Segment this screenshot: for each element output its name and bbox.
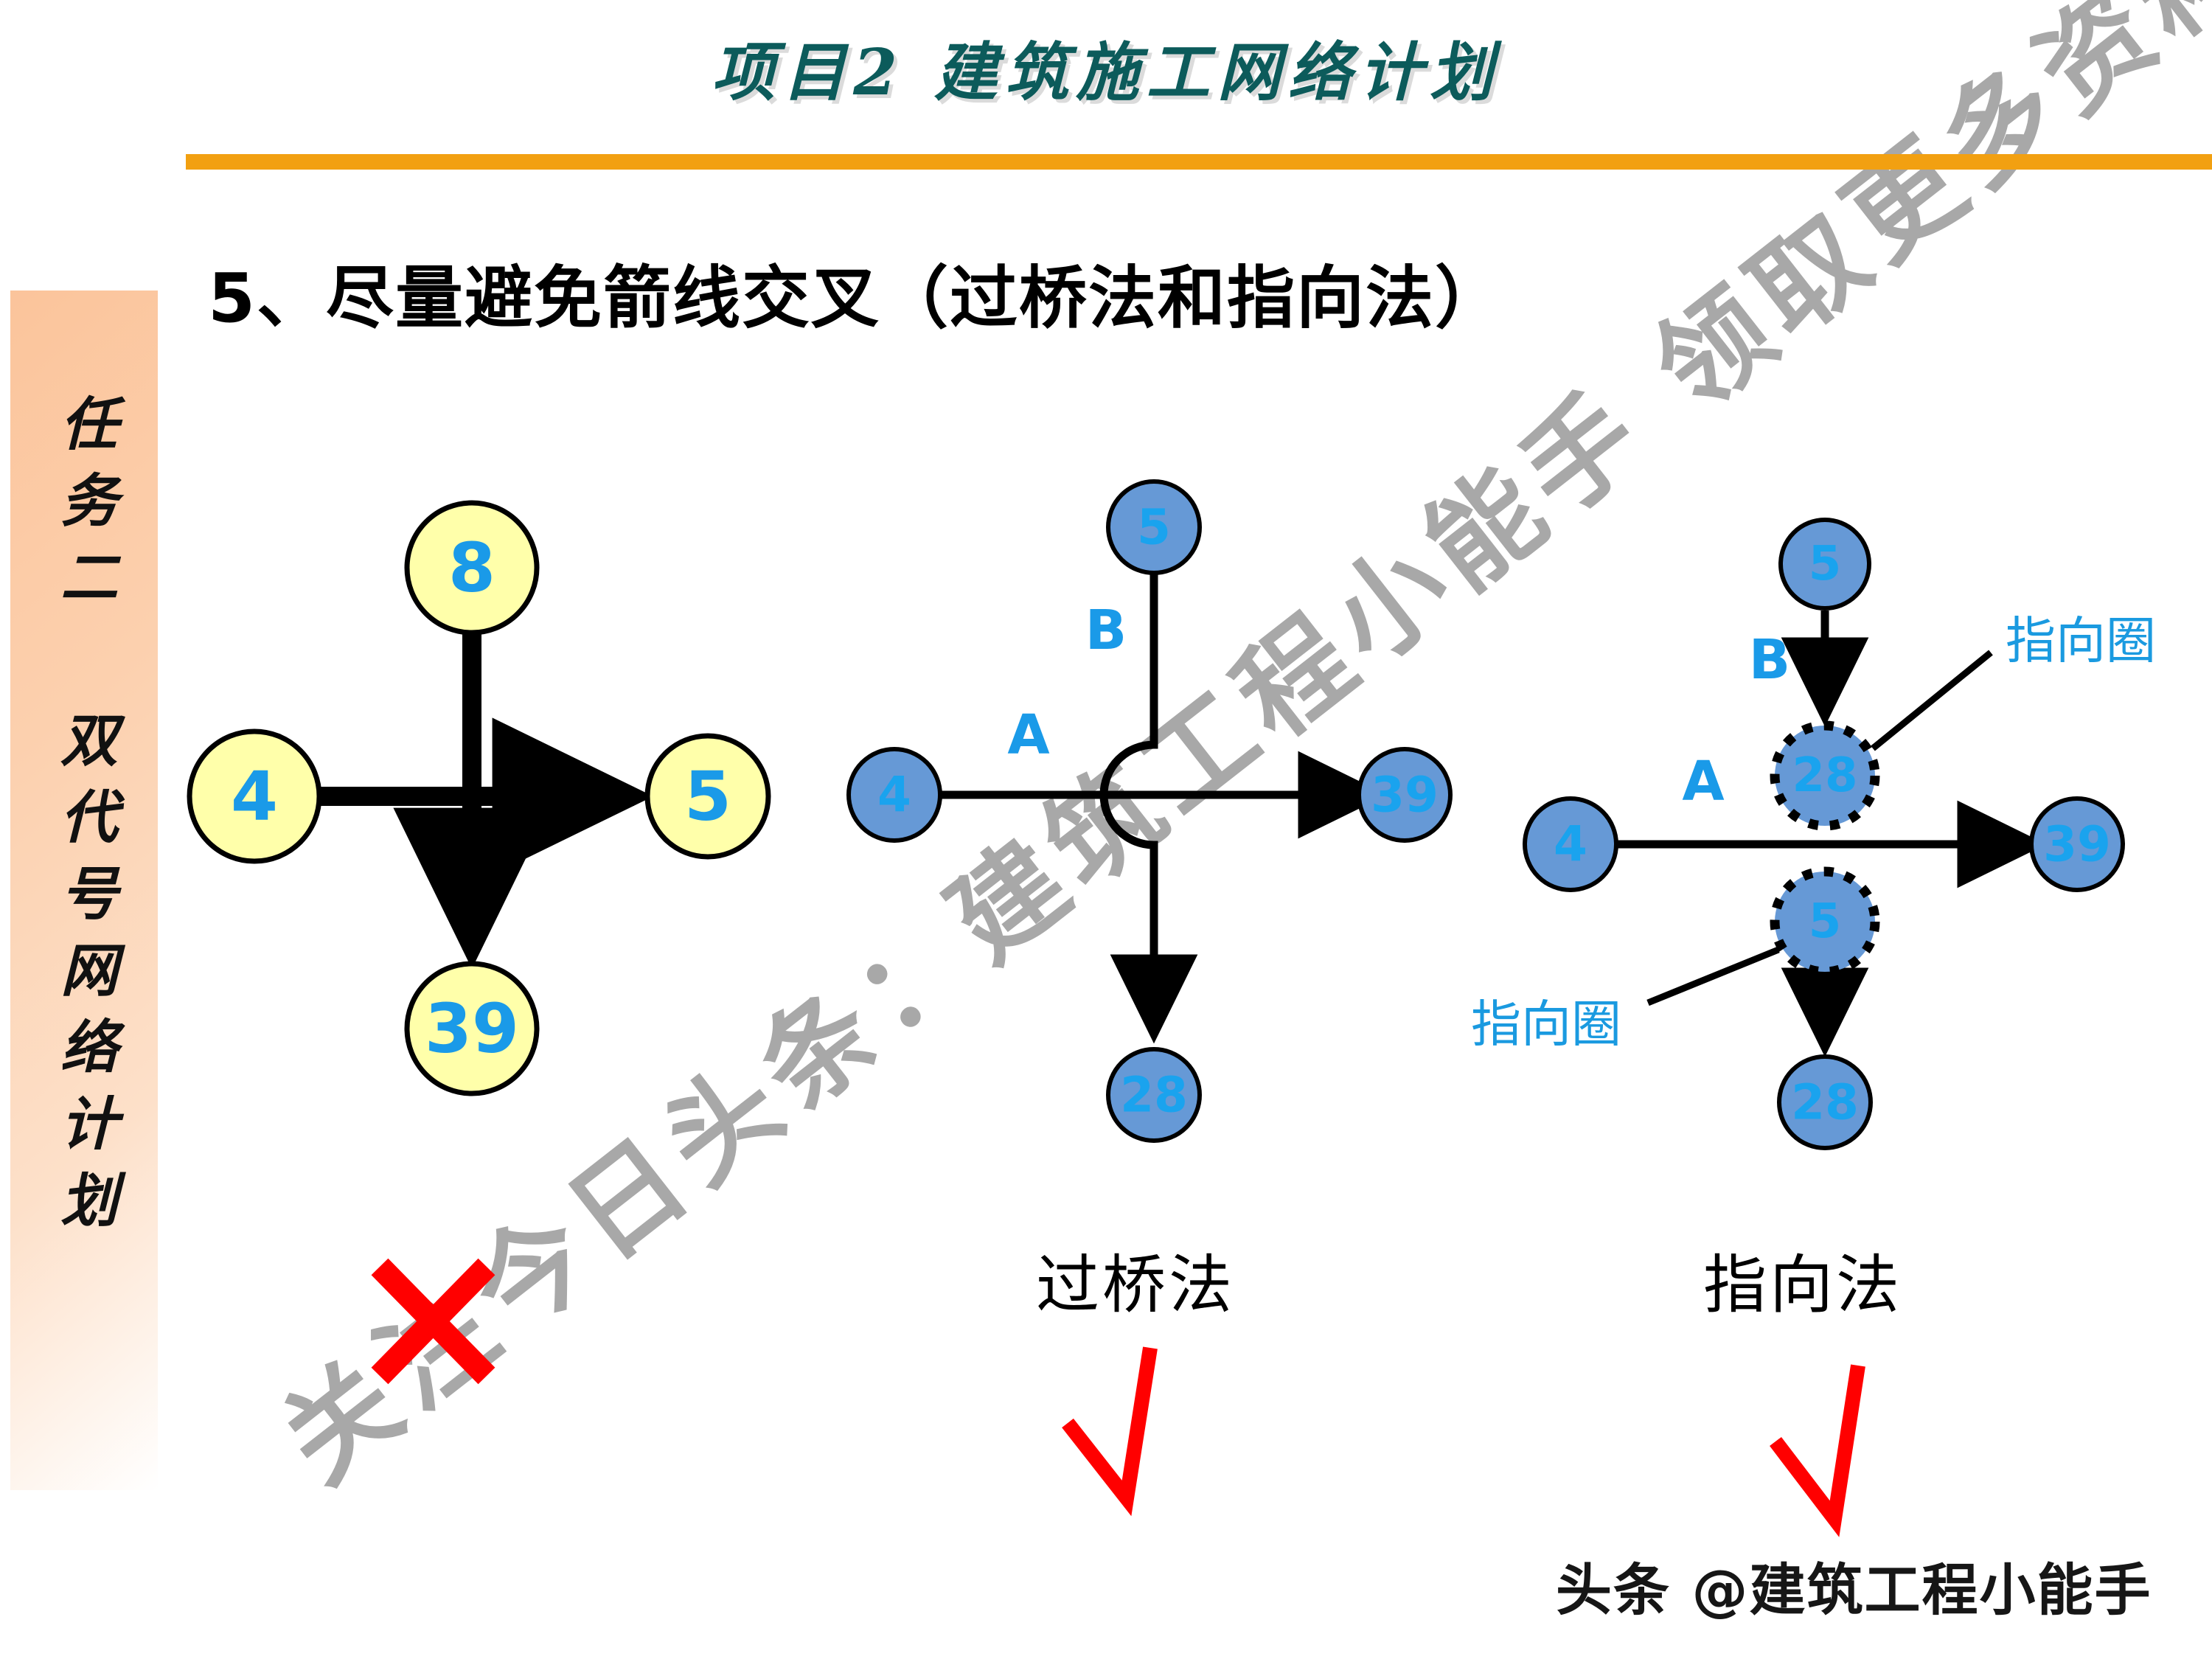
pointer-ring-28-label: 28	[1792, 748, 1857, 803]
pointer-ring-28	[1770, 720, 1880, 831]
node-4-left-pointer	[1523, 796, 1618, 892]
pointer-ring-5-label: 5	[1809, 894, 1842, 949]
node-39	[404, 961, 540, 1096]
node-5-top-pointer	[1778, 518, 1871, 611]
verdict-cross-icon	[371, 1258, 495, 1385]
diagram-pointer-method: 5 28 4 39 5 28 A B 指向圈 指向圈	[1471, 518, 2156, 1537]
node-4-left-label: 4	[877, 767, 911, 824]
sidebar-item-label: 任务二 双代号网络计划	[51, 394, 118, 1247]
node-5-top-pointer-label: 5	[1809, 537, 1842, 591]
edge-label-B: B	[1085, 599, 1127, 662]
node-4-left	[846, 747, 942, 843]
node-4	[187, 728, 322, 864]
edge-B-bridge-path	[1099, 574, 1198, 1044]
caption-pointer-method: 指向法	[1703, 1248, 1902, 1322]
node-39-right-pointer	[2029, 796, 2125, 892]
node-39-right	[1357, 747, 1453, 843]
node-8	[404, 500, 540, 636]
diagram-bridge-method: 5 4 39 28 A B	[846, 479, 1453, 1517]
footer-credit: 头条 @建筑工程小能手	[1556, 1557, 2152, 1623]
callout-leader-bottom	[1646, 946, 1780, 1006]
callout-label-top: 指向圈	[2006, 613, 2156, 671]
edge-label-A: A	[1007, 703, 1049, 767]
node-5	[644, 733, 771, 860]
page-title: 项目2 建筑施工网络计划	[712, 35, 1500, 110]
verdict-check-icon-pointer	[1770, 1364, 1865, 1537]
callout-label-bottom: 指向圈	[1471, 996, 1621, 1054]
sidebar-banner: 任务二 双代号网络计划	[10, 291, 158, 1490]
callout-leader-top	[1871, 650, 1993, 751]
node-28-bottom-label: 28	[1120, 1067, 1188, 1124]
edge-label-A-pointer: A	[1682, 750, 1724, 813]
node-28-bottom-pointer	[1777, 1054, 1873, 1150]
node-5-label: 5	[684, 757, 731, 836]
node-39-right-label: 39	[1371, 767, 1439, 824]
node-5-top-label: 5	[1137, 499, 1171, 556]
node-8-label: 8	[448, 529, 495, 608]
diagram-crossing-wrong: 8 4 5 39	[187, 500, 771, 1385]
node-28-bottom-pointer-label: 28	[1791, 1074, 1859, 1131]
node-28-bottom	[1106, 1047, 1202, 1143]
section-heading: 5、尽量避免箭线交叉（过桥法和指向法）	[208, 259, 1505, 338]
node-39-right-pointer-label: 39	[2043, 816, 2111, 873]
node-4-label: 4	[231, 757, 278, 836]
node-39-label: 39	[425, 990, 519, 1068]
verdict-check-icon	[1062, 1346, 1158, 1517]
edge-label-B-pointer: B	[1749, 628, 1790, 692]
header-divider	[186, 154, 2212, 170]
pointer-ring-5	[1770, 866, 1880, 977]
node-4-left-pointer-label: 4	[1554, 816, 1587, 873]
node-5-top	[1106, 479, 1202, 575]
caption-bridge-method: 过桥法	[1036, 1248, 1235, 1322]
